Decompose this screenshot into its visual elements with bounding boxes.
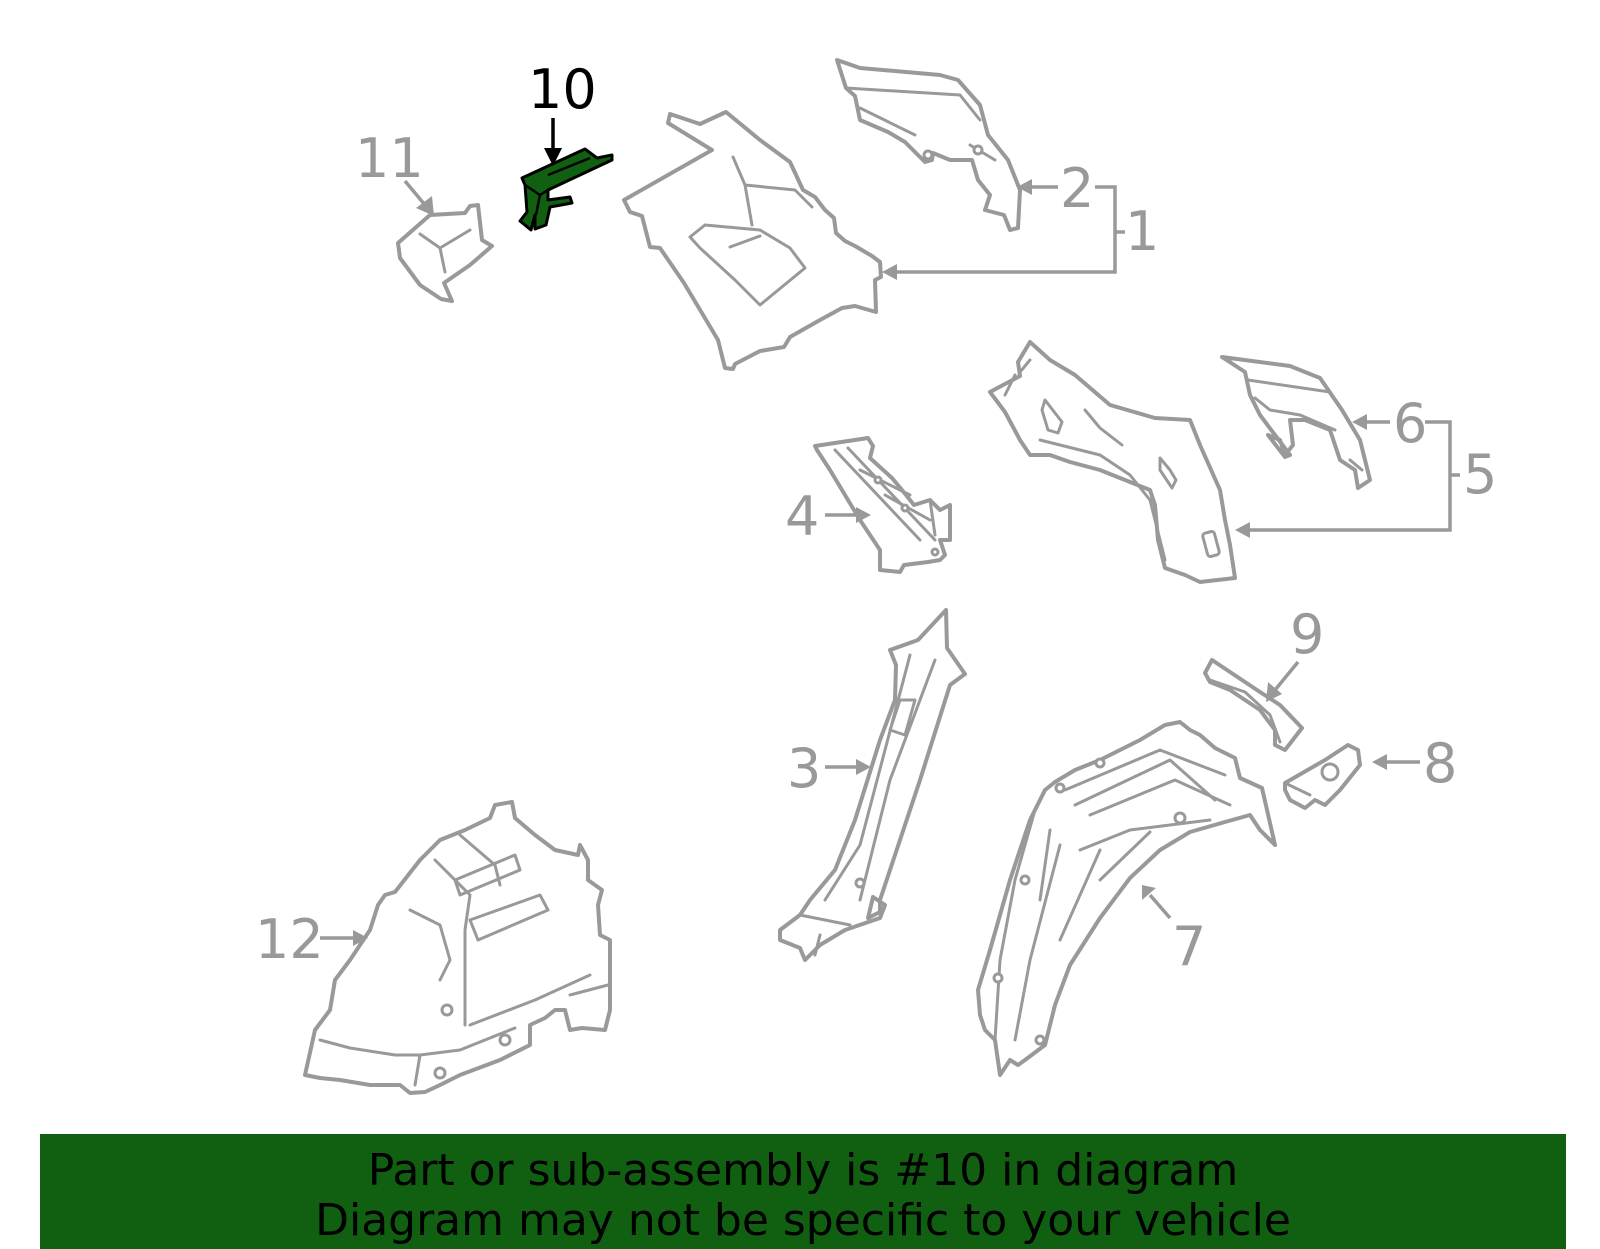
leader-9 bbox=[1266, 660, 1300, 702]
callout-8: 8 bbox=[1423, 732, 1457, 795]
callout-3: 3 bbox=[787, 737, 821, 800]
leader-7 bbox=[1142, 885, 1172, 920]
part-7[interactable] bbox=[976, 720, 1277, 1077]
callout-11: 11 bbox=[355, 127, 424, 190]
callout-4: 4 bbox=[785, 485, 819, 548]
leader-10 bbox=[544, 118, 562, 166]
part-4[interactable] bbox=[813, 436, 952, 574]
leader-6 bbox=[1352, 414, 1390, 430]
callout-6: 6 bbox=[1393, 392, 1427, 455]
part-10[interactable] bbox=[518, 147, 614, 232]
bracket-1 bbox=[882, 185, 1125, 280]
leader-8 bbox=[1372, 754, 1420, 770]
part-1[interactable] bbox=[622, 110, 883, 371]
bracket-5 bbox=[1235, 420, 1460, 538]
banner-line-2: Diagram may not be specific to your vehi… bbox=[315, 1195, 1291, 1246]
info-banner: Part or sub-assembly is #10 in diagram D… bbox=[40, 1134, 1566, 1249]
part-2[interactable] bbox=[835, 58, 1022, 232]
callout-5: 5 bbox=[1463, 443, 1497, 506]
callout-1: 1 bbox=[1125, 200, 1159, 263]
part-5[interactable] bbox=[988, 340, 1237, 584]
leader-3 bbox=[825, 759, 871, 775]
callout-7: 7 bbox=[1172, 915, 1206, 978]
callout-2: 2 bbox=[1060, 157, 1094, 220]
part-8[interactable] bbox=[1283, 743, 1362, 810]
part-11[interactable] bbox=[396, 203, 494, 303]
banner-line-1: Part or sub-assembly is #10 in diagram bbox=[367, 1145, 1239, 1196]
part-12[interactable] bbox=[303, 800, 612, 1095]
callout-10: 10 bbox=[528, 58, 597, 121]
leader-12 bbox=[320, 930, 368, 946]
part-9[interactable] bbox=[1203, 658, 1304, 752]
callout-9: 9 bbox=[1290, 603, 1324, 666]
leader-4 bbox=[825, 507, 871, 523]
leader-11 bbox=[403, 179, 434, 216]
parts-diagram: 10 11 2 1 6 5 4 3 9 8 7 12 bbox=[255, 58, 1497, 1095]
callout-12: 12 bbox=[255, 908, 324, 971]
part-3[interactable] bbox=[778, 608, 967, 962]
leader-2 bbox=[1017, 179, 1058, 195]
part-6[interactable] bbox=[1220, 355, 1372, 490]
